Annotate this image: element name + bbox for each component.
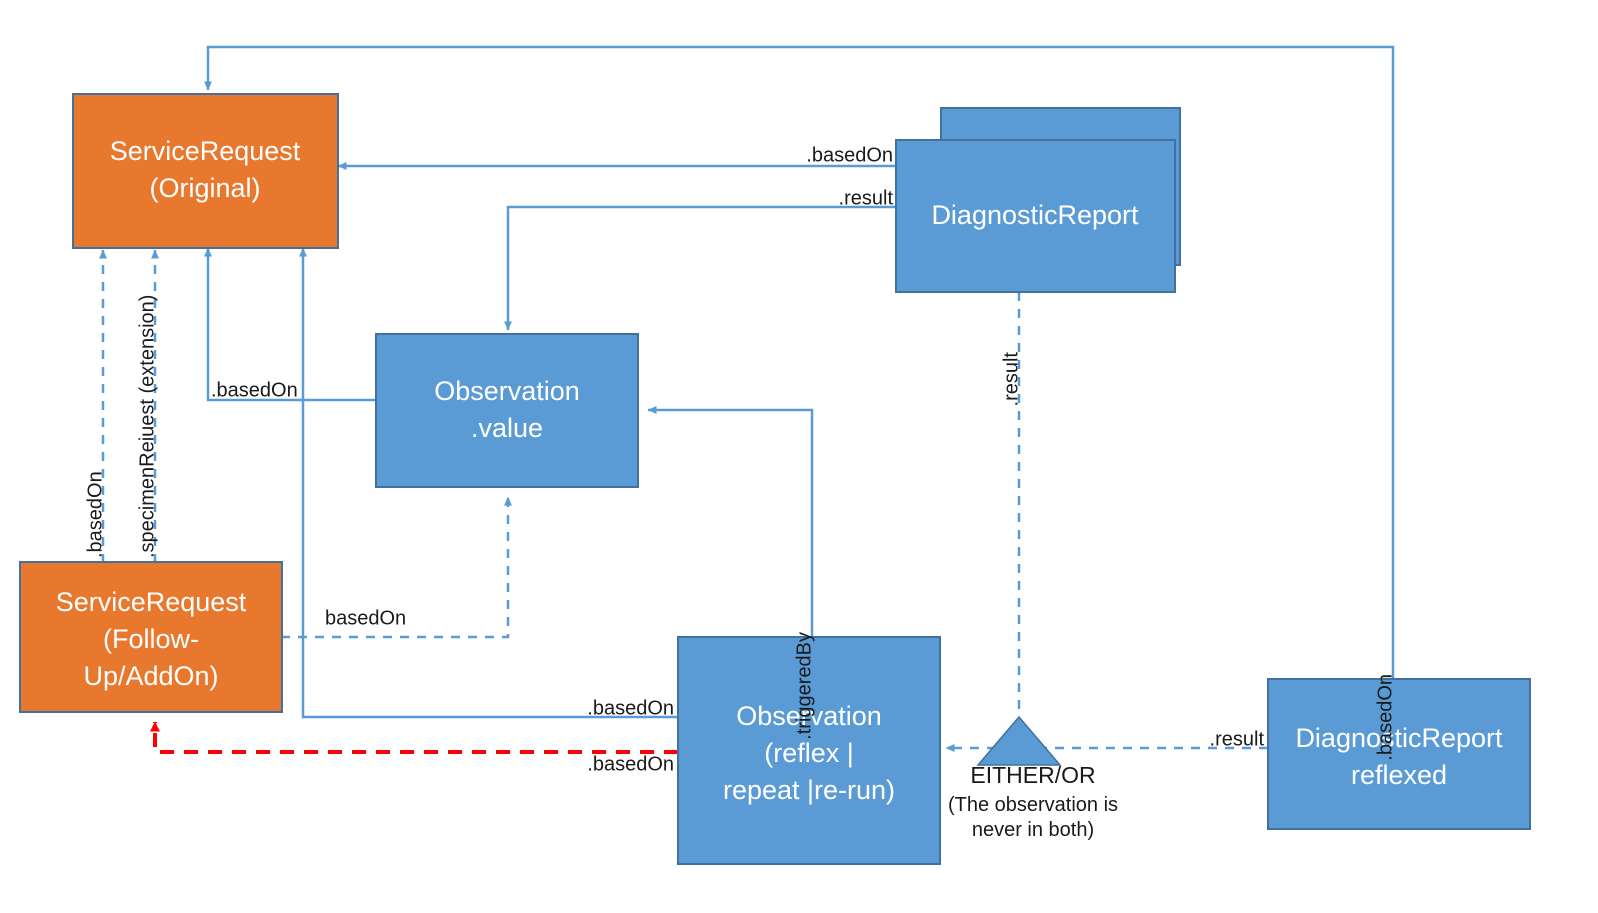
either-or-triangle-icon	[976, 715, 1062, 766]
service-request-followup-box[interactable]	[19, 561, 283, 713]
label-followup-basedon-obsvalue: basedOn	[325, 607, 406, 629]
label-obsreflex-triggeredby: .triggeredBy	[793, 632, 815, 740]
edge-obsvalue-basedon-original	[204, 247, 376, 402]
node-service-request-original[interactable]: ServiceRequest (Original)	[72, 93, 339, 249]
edge-obsreflex-triggeredby-obsvalue	[647, 406, 814, 637]
either-or-note-line2: never in both)	[972, 819, 1094, 841]
service-request-followup-line1: ServiceRequest	[56, 587, 247, 617]
service-request-original-box[interactable]	[72, 93, 339, 249]
observation-value-box[interactable]	[375, 333, 639, 488]
observation-reflex-line1: Observation	[736, 701, 882, 731]
label-dr-result-obsvalue: .result	[839, 187, 894, 209]
observation-reflex-box[interactable]	[677, 636, 941, 865]
observation-value-line2: .value	[471, 413, 543, 443]
edge-dr-result-observation-value	[504, 205, 896, 331]
label-obsvalue-basedon-original: .basedOn	[211, 379, 298, 401]
label-original-basedon-vertical: .basedOn	[84, 471, 106, 558]
service-request-followup-line2: (Follow-	[103, 624, 199, 654]
label-obsreflex-basedon-original: .basedOn	[587, 697, 674, 719]
diagnostic-report-label: DiagnosticReport	[931, 200, 1139, 230]
label-specimen-request-extension: .specimenReiuest (extension)	[136, 295, 158, 558]
label-obsreflex-basedon-followup: .basedOn	[587, 753, 674, 775]
edge-obsreflex-basedon-original	[299, 247, 678, 719]
node-diagnostic-report[interactable]: DiagnosticReport	[895, 139, 1176, 293]
node-observation-value[interactable]: Observation .value	[375, 333, 639, 488]
observation-reflex-line3: repeat |re-run)	[723, 775, 895, 805]
node-service-request-followup[interactable]: ServiceRequest (Follow- Up/AddOn)	[19, 561, 283, 713]
edge-drreflexed-basedon-original	[204, 45, 1395, 679]
service-request-original-line1: ServiceRequest	[110, 136, 301, 166]
diagnostic-report-box[interactable]	[895, 139, 1176, 293]
label-dr-result-vertical: .result	[1000, 352, 1022, 407]
label-dr-basedon-original: .basedOn	[806, 144, 893, 166]
service-request-followup-line3: Up/AddOn)	[83, 661, 218, 691]
diagnostic-report-reflexed-box[interactable]	[1267, 678, 1531, 830]
observation-value-line1: Observation	[434, 376, 580, 406]
diagnostic-report-reflexed-line2: reflexed	[1351, 760, 1447, 790]
either-or-title: EITHER/OR	[970, 762, 1095, 788]
edge-obsreflex-basedon-followup-red-dashed	[150, 721, 678, 754]
observation-reflex-line2: (reflex |	[764, 738, 854, 768]
node-observation-reflex[interactable]: Observation (reflex | repeat |re-run)	[677, 636, 941, 865]
diagnostic-report-reflexed-line1: DiagnosticReport	[1295, 723, 1503, 753]
node-diagnostic-report-reflexed[interactable]: DiagnosticReport reflexed	[1267, 678, 1531, 830]
label-drreflexed-basedon: .basedOn	[1374, 674, 1396, 761]
service-request-original-line2: (Original)	[149, 173, 260, 203]
either-or-note-line1: (The observation is	[948, 794, 1118, 816]
label-drreflexed-result: .result	[1210, 728, 1265, 750]
edge-followup-basedon-obsvalue-dashed	[281, 496, 512, 639]
